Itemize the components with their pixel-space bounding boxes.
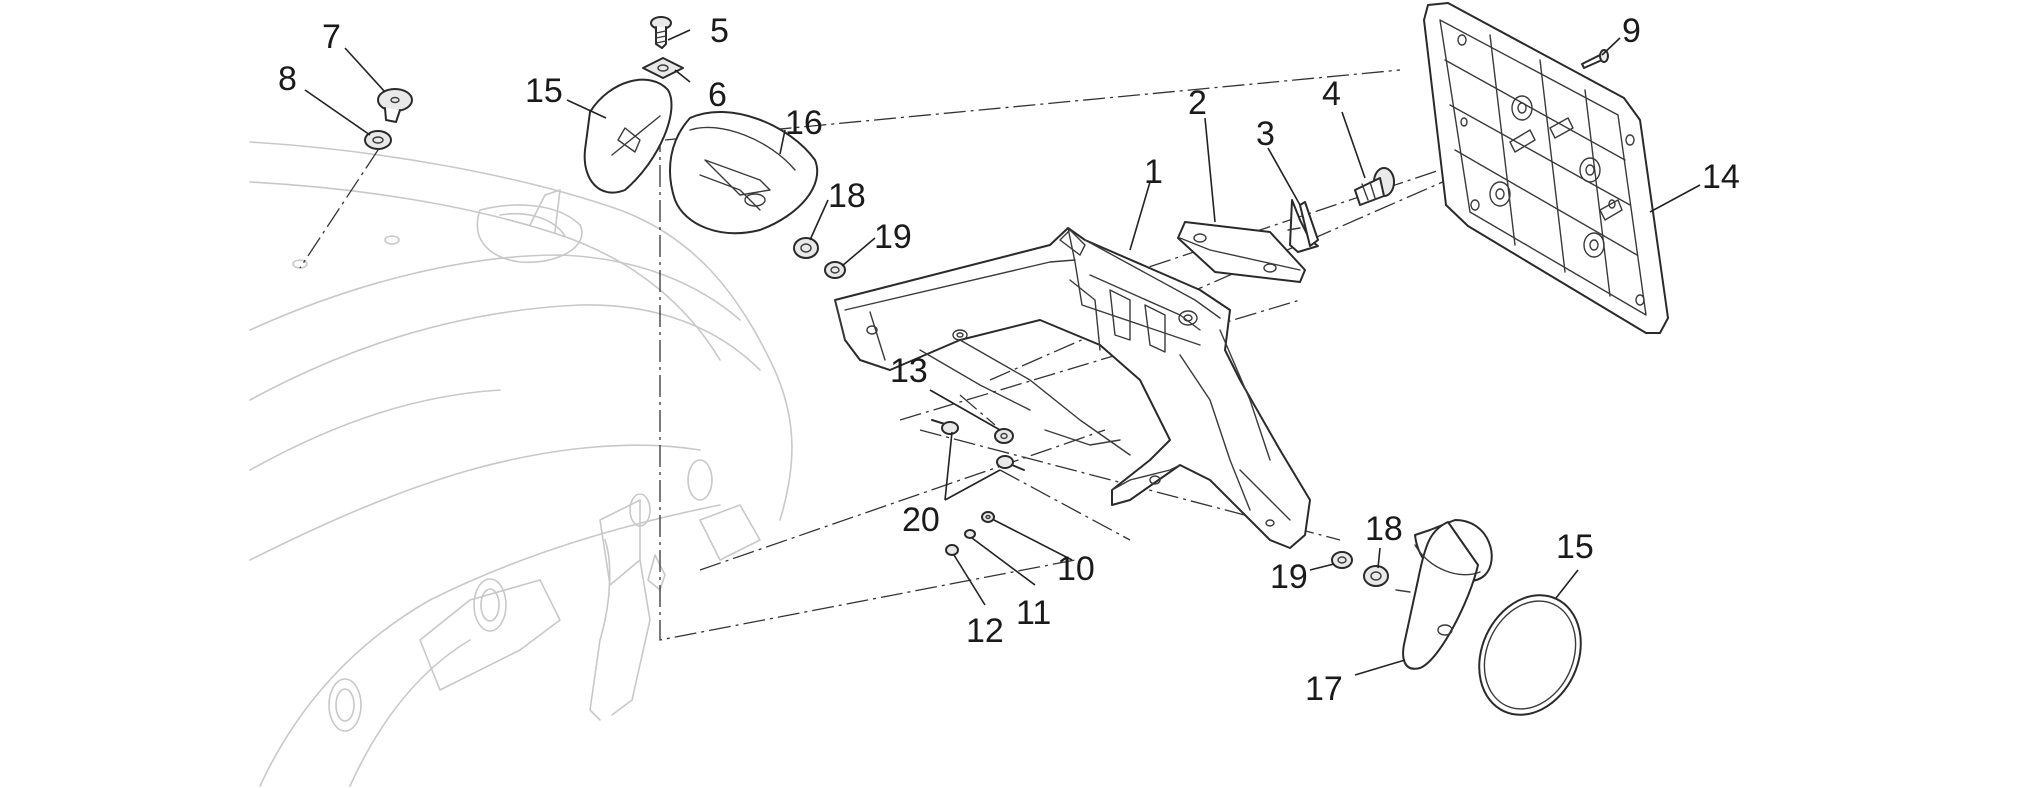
- callout-10: 10: [1057, 550, 1095, 588]
- washer-19-upper: [824, 261, 846, 279]
- callout-8: 8: [278, 60, 297, 98]
- push-pin-fastener: [1354, 167, 1395, 206]
- callout-6: 6: [708, 76, 727, 114]
- callout-13: 13: [890, 352, 928, 390]
- lamp-housing-lower: [1395, 519, 1493, 670]
- screw-9: [1581, 49, 1609, 69]
- license-plate-bracket: [834, 227, 1311, 549]
- lens-cap-upper: [583, 78, 673, 194]
- callout-9: 9: [1622, 12, 1641, 50]
- callout-19-lower: 19: [1270, 558, 1308, 596]
- rear-body-ghost-outline: [249, 141, 793, 787]
- lens-cap-lower: [1478, 594, 1582, 716]
- callout-18-lower: 18: [1365, 510, 1403, 548]
- washer-10: [981, 511, 995, 523]
- washer-11: [964, 529, 976, 539]
- callout-16: 16: [785, 104, 823, 142]
- expansion-rivet-7: [377, 88, 413, 123]
- callout-labels: 1 2 3 4 5 6 7 8 9 10 11 12 13 14 15 15 1…: [278, 12, 1740, 708]
- retaining-clip: [1287, 199, 1319, 253]
- callout-leader-lines: [304, 29, 1701, 676]
- washer-13: [994, 428, 1014, 444]
- callout-15-lower: 15: [1556, 528, 1594, 566]
- callout-11: 11: [1016, 594, 1051, 632]
- license-plate-holder: [1423, 2, 1669, 334]
- callout-4: 4: [1322, 75, 1341, 113]
- callout-14: 14: [1702, 158, 1740, 196]
- callout-2: 2: [1188, 84, 1207, 122]
- callout-20: 20: [902, 501, 940, 539]
- callout-17: 17: [1305, 670, 1343, 708]
- spacer-18-upper: [793, 237, 819, 259]
- screw-20-lower: [996, 455, 1025, 471]
- square-nut-6: [642, 57, 684, 79]
- callout-15-upper: 15: [525, 72, 563, 110]
- callout-18-upper: 18: [828, 177, 866, 215]
- callout-3: 3: [1256, 115, 1275, 153]
- nut-12: [945, 544, 959, 556]
- washer-8: [364, 130, 392, 150]
- washer-19-lower: [1331, 551, 1353, 569]
- callout-5: 5: [710, 12, 729, 50]
- lamp-housing-upper: [669, 111, 819, 235]
- callout-1: 1: [1144, 153, 1163, 191]
- reflector-strip: [1177, 221, 1306, 283]
- spacer-18-lower: [1363, 565, 1389, 587]
- callout-19-upper: 19: [874, 218, 912, 256]
- callout-12: 12: [966, 612, 1004, 650]
- screw-20-upper: [931, 419, 959, 435]
- callout-7: 7: [322, 18, 341, 56]
- screw-5: [650, 16, 672, 49]
